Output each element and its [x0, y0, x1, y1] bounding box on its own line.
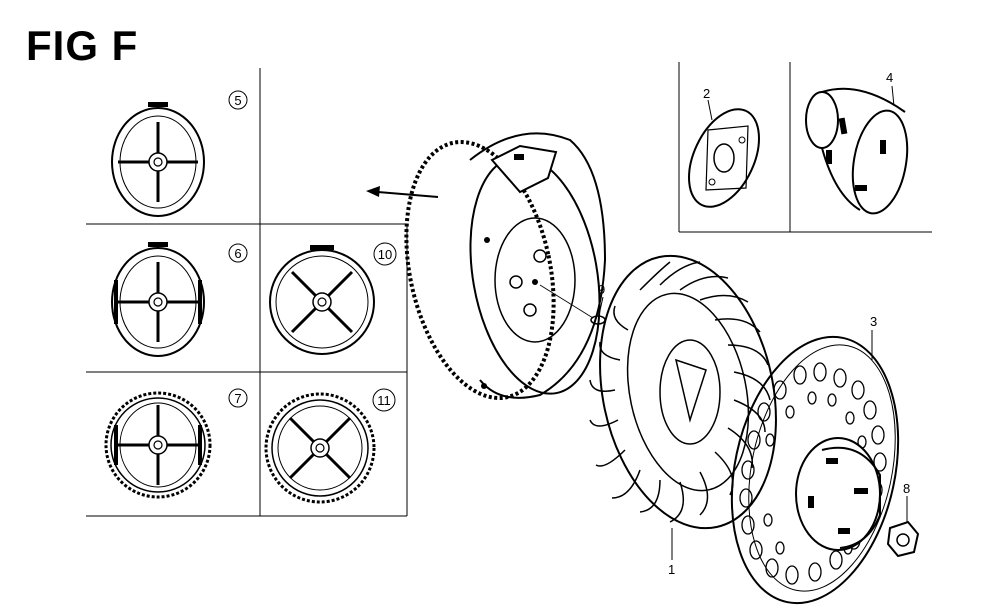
variant-panel-grid [86, 68, 408, 517]
part-number-5: 5 [234, 93, 241, 108]
base-plate-2 [688, 99, 760, 208]
part-number-11: 11 [377, 393, 391, 408]
starter-cup-4 [805, 85, 909, 215]
flywheel [404, 132, 607, 400]
callout-circle-11 [372, 388, 396, 412]
part-number-9: 9 [598, 282, 605, 297]
rotor-variant-5 [111, 102, 205, 217]
part-number-6: 6 [234, 246, 241, 261]
callout-circle-7 [228, 388, 248, 408]
part-number-2: 2 [703, 86, 710, 101]
rotor-variant-10 [269, 245, 375, 355]
callout-circle-5 [228, 90, 248, 110]
figure-title: FIG F [26, 22, 139, 69]
part-number-10: 10 [378, 247, 392, 262]
flange-nut [886, 496, 920, 558]
callout-circle-10 [373, 242, 397, 266]
callout-circle-6 [228, 243, 248, 263]
part-number-3: 3 [870, 314, 877, 329]
rotor-variant-11 [264, 392, 376, 504]
part-number-1: 1 [668, 562, 675, 577]
rotor-variant-7 [104, 391, 212, 499]
inset-panel-grid [678, 62, 932, 233]
perforated-pulley [730, 330, 900, 605]
direction-arrow [366, 186, 439, 198]
part-number-4: 4 [886, 70, 893, 85]
rotor-variant-6 [111, 242, 205, 357]
cooling-fan [589, 254, 777, 560]
part-number-8: 8 [903, 481, 910, 496]
part-number-7: 7 [234, 391, 241, 406]
